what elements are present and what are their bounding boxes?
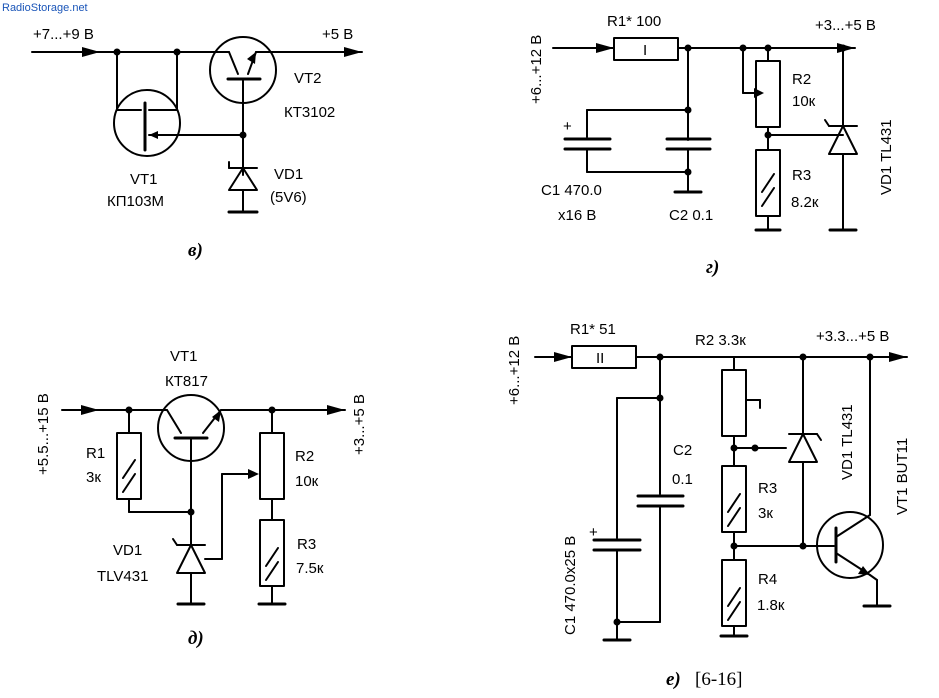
c2-name-label: C2 [673, 442, 692, 459]
output-voltage-label: +3.3...+5 В [816, 328, 889, 345]
vd1-name-label: VD1 [113, 542, 142, 559]
r1-resistor: I [613, 37, 679, 61]
output-voltage-label: +3...+5 В [815, 17, 876, 34]
vd1-name-label: VD1 [274, 166, 303, 183]
c1-capacitor: + [589, 524, 642, 641]
vt2-type-label: КТ3102 [284, 104, 335, 121]
vt1-label: VT1 BUT11 [894, 438, 911, 515]
input-voltage-label: +6...+12 В [528, 35, 545, 104]
c1-capacitor: + [563, 118, 689, 173]
vt1-type-label: КТ817 [165, 373, 208, 390]
r3-resistor [754, 149, 782, 232]
caption-g: г) [706, 257, 719, 278]
vd1-zener-symbol [227, 161, 259, 214]
vd1-tl431-symbol [788, 356, 822, 547]
vt2-name-label: VT2 [294, 70, 322, 87]
output-voltage-label: +5 В [322, 26, 353, 43]
r2-potentiometer [259, 409, 285, 521]
circuit-v: +7...+9 В VT1 КП103М +5 В V [31, 26, 363, 261]
c2-value-label: 0.1 [672, 471, 693, 488]
r1-resistor: II [571, 345, 637, 369]
vd1-value-label: (5V6) [270, 189, 307, 206]
input-voltage-label: +5.5...+15 В [35, 393, 52, 475]
vt1-type-label: КП103М [107, 193, 164, 210]
r3-name-label: R3 [297, 536, 316, 553]
output-voltage-label: +3...+5 В [351, 394, 368, 455]
c1-value-label: C1 470.0 [541, 182, 602, 199]
c2-capacitor [616, 494, 685, 623]
caption-d: д) [188, 628, 204, 649]
r2-name-label: R2 [792, 71, 811, 88]
r3-value-label: 8.2к [791, 194, 819, 211]
circuit-e: +6...+12 В II R1* 51 R2 3.3к +3.3...+5 В… [506, 321, 911, 690]
c1-plus-sign: + [563, 118, 572, 135]
source-reference: [6-16] [695, 669, 742, 690]
r2-potentiometer [742, 47, 781, 151]
caption-v: в) [188, 240, 203, 261]
vt1-jfet-symbol [113, 51, 244, 157]
r3-name-label: R3 [758, 480, 777, 497]
r3-name-label: R3 [792, 167, 811, 184]
r3-value-label: 7.5к [296, 560, 324, 577]
r1-value-label: 3к [86, 469, 101, 486]
r2-label: R2 3.3к [695, 332, 746, 349]
r3-resistor [257, 519, 287, 606]
vd1-tlv431-symbol [172, 469, 259, 606]
watermark: RadioStorage.net [2, 2, 88, 14]
c2-label: C2 0.1 [669, 207, 713, 224]
vt1-name-label: VT1 [130, 171, 158, 188]
r1-mark: II [596, 350, 604, 367]
r2-name-label: R2 [295, 448, 314, 465]
vd1-label: VD1 TL431 [839, 404, 856, 480]
r4-resistor [719, 559, 749, 638]
r2-value-label: 10к [295, 473, 319, 490]
r3-value-label: 3к [758, 505, 773, 522]
input-arrow [31, 47, 101, 57]
vd1-type-label: TLV431 [97, 568, 148, 585]
c1-voltage-label: x16 В [558, 207, 596, 224]
input-voltage-label: +6...+12 В [506, 336, 523, 405]
r1-name-label: R1 [86, 445, 105, 462]
caption-e: е) [666, 669, 681, 690]
r1-resistor [116, 409, 192, 513]
r1-mark: I [643, 42, 647, 59]
r2-value-label: 10к [792, 93, 816, 110]
c1-label: C1 470.0x25 В [562, 536, 579, 635]
r4-name-label: R4 [758, 571, 777, 588]
vt1-name-label: VT1 [170, 348, 198, 365]
vt2-transistor-symbol [209, 36, 277, 176]
circuit-d: +5.5...+15 В VT1 КТ817 +3...+5 В R1 3к [35, 348, 368, 649]
c1-plus-sign: + [589, 524, 598, 541]
vt1-transistor-symbol [157, 394, 225, 513]
r4-value-label: 1.8к [757, 597, 785, 614]
vd1-label: VD1 TL431 [878, 119, 895, 195]
r1-label: R1* 100 [607, 13, 661, 30]
vd1-tl431-symbol [824, 47, 858, 232]
r1-label: R1* 51 [570, 321, 616, 338]
input-voltage-label: +7...+9 В [33, 26, 94, 43]
c2-capacitor [665, 137, 712, 194]
vt1-transistor-symbol [816, 356, 892, 608]
circuit-g: +6...+12 В I R1* 100 +3...+5 В + [528, 13, 895, 278]
